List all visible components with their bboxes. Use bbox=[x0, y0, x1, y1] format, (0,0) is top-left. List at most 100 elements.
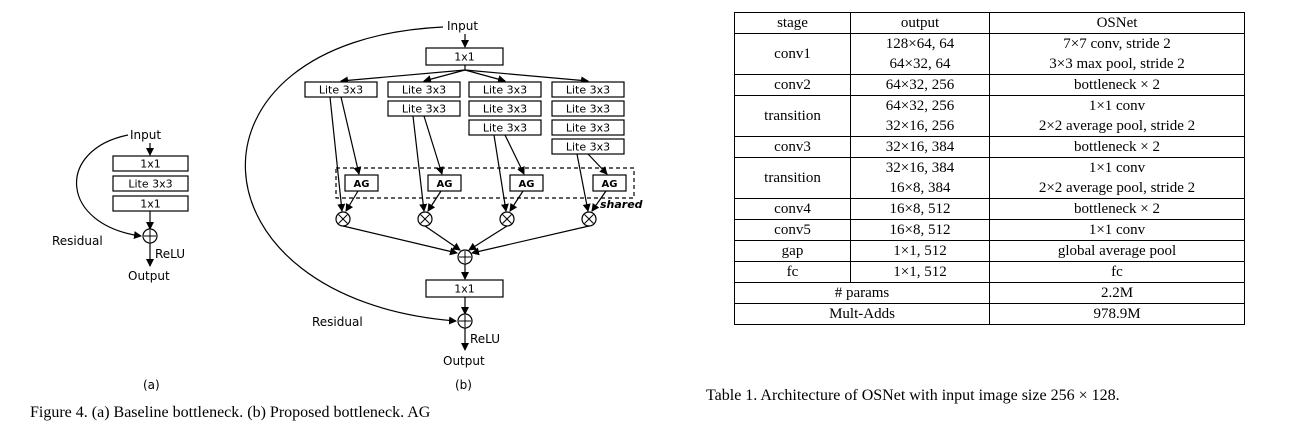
diagram-b-sum-node-1 bbox=[457, 249, 473, 265]
osnet-cell: global average pool bbox=[989, 240, 1245, 262]
osnet-line: bottleneck × 2 bbox=[1074, 201, 1160, 217]
diagram-b-ag-4: AG bbox=[592, 174, 627, 192]
diagram-b-multiply-node-4 bbox=[581, 211, 597, 227]
diagram-a-input-label: Input bbox=[130, 128, 161, 142]
table-caption: Table 1. Architecture of OSNet with inpu… bbox=[706, 387, 1120, 404]
output-line: 16×8, 512 bbox=[889, 222, 951, 238]
svg-text:AG: AG bbox=[602, 179, 618, 190]
diagram-b-col2-lite-2: Lite 3x3 bbox=[387, 100, 461, 117]
diagram-a-block-1x1-top: 1x1 bbox=[112, 155, 189, 172]
summary-value: 978.9M bbox=[989, 303, 1245, 325]
diagram-a-sum-node bbox=[142, 228, 158, 244]
svg-text:Lite 3x3: Lite 3x3 bbox=[566, 141, 610, 154]
svg-text:Lite 3x3: Lite 3x3 bbox=[483, 103, 527, 116]
svg-text:Lite 3x3: Lite 3x3 bbox=[402, 84, 446, 97]
diagram-b-caption-label: (b) bbox=[455, 378, 472, 392]
svg-text:1x1: 1x1 bbox=[454, 51, 475, 64]
summary-label: # params bbox=[734, 282, 990, 304]
column-header-osnet: OSNet bbox=[989, 12, 1245, 34]
output-cell: 64×32, 256 bbox=[850, 74, 990, 96]
diagram-b-block-1x1-top: 1x1 bbox=[425, 47, 504, 66]
diagram-b-col2-lite-1: Lite 3x3 bbox=[387, 81, 461, 98]
stage-cell: transition bbox=[734, 157, 851, 199]
osnet-cell: 7×7 conv, stride 2 3×3 max pool, stride 2 bbox=[989, 33, 1245, 75]
osnet-line: fc bbox=[1111, 264, 1123, 280]
diagram-b-residual-path bbox=[244, 26, 457, 325]
svg-text:1x1: 1x1 bbox=[140, 198, 161, 211]
stage-cell: conv3 bbox=[734, 136, 851, 158]
diagram-b: Input 1x1 Lite 3x3 Lite 3x3 Lite 3x3 Lit… bbox=[244, 19, 643, 392]
svg-text:1x1: 1x1 bbox=[140, 158, 161, 171]
diagram-a-block-1x1-bottom: 1x1 bbox=[112, 195, 189, 212]
osnet-line: 7×7 conv, stride 2 bbox=[1063, 36, 1171, 52]
diagram-b-shared-label: shared bbox=[600, 198, 643, 211]
diagram-b-residual-label: Residual bbox=[312, 315, 363, 329]
diagram-b-col4-lite-2: Lite 3x3 bbox=[551, 100, 625, 117]
output-line: 32×16, 384 bbox=[885, 139, 955, 155]
output-line: 16×8, 512 bbox=[889, 201, 951, 217]
svg-text:Lite 3x3: Lite 3x3 bbox=[566, 122, 610, 135]
output-line: 64×32, 256 bbox=[885, 98, 955, 114]
diagram-a-relu-label: ReLU bbox=[155, 247, 185, 261]
output-cell: 16×8, 512 bbox=[850, 219, 990, 241]
output-cell: 32×16, 384 16×8, 384 bbox=[850, 157, 990, 199]
diagram-b-col4-lite-4: Lite 3x3 bbox=[551, 138, 625, 155]
diagram-b-col4-lite-3: Lite 3x3 bbox=[551, 119, 625, 136]
summary-value: 2.2M bbox=[989, 282, 1245, 304]
svg-text:Lite 3x3: Lite 3x3 bbox=[319, 84, 363, 97]
output-line: 32×16, 384 bbox=[885, 160, 955, 176]
svg-text:AG: AG bbox=[354, 179, 370, 190]
output-line: 32×16, 256 bbox=[885, 118, 955, 134]
diagram-b-shared-box bbox=[335, 167, 635, 199]
diagram-b-sum-node-2 bbox=[457, 313, 473, 329]
diagram-b-relu-label: ReLU bbox=[470, 332, 500, 346]
stage-cell: fc bbox=[734, 261, 851, 283]
osnet-cell: fc bbox=[989, 261, 1245, 283]
diagram-a-output-label: Output bbox=[128, 269, 170, 283]
stage-cell: transition bbox=[734, 95, 851, 137]
output-line: 1×1, 512 bbox=[893, 264, 947, 280]
column-header-output: output bbox=[850, 12, 990, 34]
output-cell: 1×1, 512 bbox=[850, 261, 990, 283]
svg-text:Lite 3x3: Lite 3x3 bbox=[566, 103, 610, 116]
osnet-line: 1×1 conv bbox=[1088, 98, 1146, 114]
svg-text:1x1: 1x1 bbox=[454, 283, 475, 296]
stage-cell: conv4 bbox=[734, 198, 851, 220]
figure-caption: Figure 4. (a) Baseline bottleneck. (b) P… bbox=[30, 404, 431, 421]
osnet-line: 1×1 conv bbox=[1088, 222, 1146, 238]
diagram-b-ag-3: AG bbox=[509, 174, 544, 192]
osnet-cell: bottleneck × 2 bbox=[989, 198, 1245, 220]
osnet-line: 3×3 max pool, stride 2 bbox=[1049, 56, 1185, 72]
summary-label: Mult-Adds bbox=[734, 303, 990, 325]
diagram-a-residual-label: Residual bbox=[52, 234, 103, 248]
output-line: 16×8, 384 bbox=[889, 180, 951, 196]
diagram-a-block-lite3x3: Lite 3x3 bbox=[112, 175, 189, 192]
diagram-b-col3-lite-3: Lite 3x3 bbox=[468, 119, 542, 136]
output-line: 128×64, 64 bbox=[885, 36, 955, 52]
output-cell: 1×1, 512 bbox=[850, 240, 990, 262]
diagram-b-col4-lite-1: Lite 3x3 bbox=[551, 81, 625, 98]
stage-cell: gap bbox=[734, 240, 851, 262]
diagram-b-input-label: Input bbox=[447, 19, 478, 33]
svg-text:Lite 3x3: Lite 3x3 bbox=[566, 84, 610, 97]
svg-text:Lite 3x3: Lite 3x3 bbox=[128, 178, 172, 191]
diagram-a: Input 1x1 Lite 3x3 1x1 Residual ReLU Out… bbox=[52, 128, 189, 392]
table-row: fc 1×1, 512 fc bbox=[734, 261, 1245, 283]
stage-cell: conv2 bbox=[734, 74, 851, 96]
table-row: conv4 16×8, 512 bottleneck × 2 bbox=[734, 198, 1245, 220]
osnet-line: global average pool bbox=[1057, 243, 1177, 259]
osnet-cell: 1×1 conv bbox=[989, 219, 1245, 241]
svg-text:AG: AG bbox=[437, 179, 453, 190]
diagram-b-ag-2: AG bbox=[427, 174, 462, 192]
diagram-a-residual-path bbox=[76, 134, 142, 240]
